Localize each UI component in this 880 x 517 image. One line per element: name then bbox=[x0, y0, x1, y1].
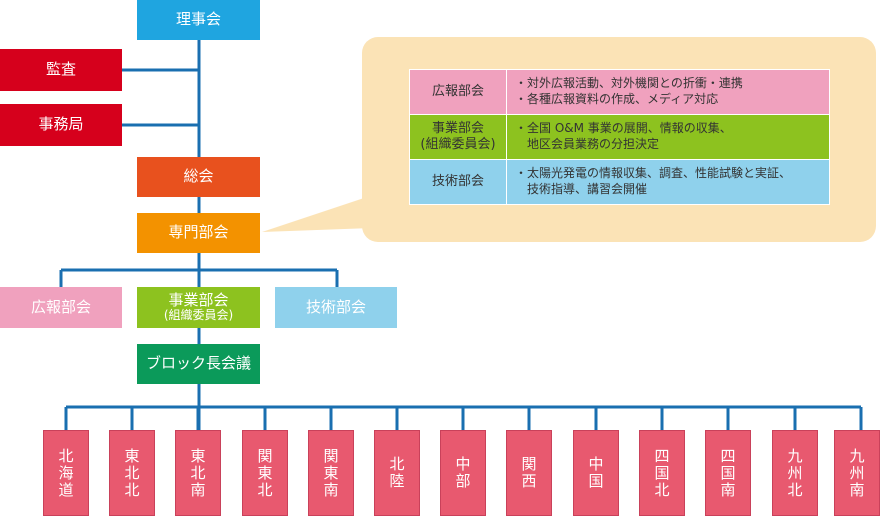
detail-name-business: 事業部会 (組織委員会) bbox=[409, 114, 507, 160]
region-label: 北海道 bbox=[56, 447, 75, 499]
detail-name-label: 事業部会 bbox=[431, 120, 484, 136]
region-label: 関西 bbox=[519, 456, 538, 490]
expert-committee-box: 専門部会 bbox=[137, 213, 260, 253]
expert-committee-label: 専門部会 bbox=[168, 223, 229, 242]
region-label: 九州南 bbox=[847, 447, 866, 499]
callout-tail bbox=[262, 196, 372, 232]
region-label: 関東北 bbox=[255, 447, 274, 499]
detail-line: ・太陽光発電の情報収集、調査、性能試験と実証、 bbox=[515, 166, 792, 181]
region-box: 九州南 bbox=[834, 430, 880, 516]
business-committee-box: 事業部会 (組織委員会) bbox=[137, 287, 260, 328]
detail-desc-business: ・全国 O&M 事業の展開、情報の収集、 地区会員業務の分担決定 bbox=[506, 114, 830, 160]
secretariat-box: 事務局 bbox=[0, 104, 122, 146]
detail-name-tech: 技術部会 bbox=[409, 159, 507, 205]
business-committee-sublabel: (組織委員会) bbox=[163, 308, 234, 323]
general-assembly-box: 総会 bbox=[137, 157, 260, 197]
pr-committee-label: 広報部会 bbox=[30, 297, 91, 316]
detail-line: 地区会員業務の分担決定 bbox=[515, 137, 660, 151]
region-box: 九州北 bbox=[772, 430, 818, 516]
board-label: 理事会 bbox=[175, 10, 221, 29]
secretariat-label: 事務局 bbox=[38, 115, 84, 134]
tech-committee-box: 技術部会 bbox=[275, 287, 397, 328]
region-box: 東北南 bbox=[175, 430, 221, 516]
region-box: 北海道 bbox=[43, 430, 89, 516]
audit-label: 監査 bbox=[45, 60, 76, 79]
board-box: 理事会 bbox=[137, 0, 260, 40]
pr-committee-box: 広報部会 bbox=[0, 287, 122, 328]
region-box: 四国南 bbox=[705, 430, 751, 516]
detail-name-label: 広報部会 bbox=[431, 83, 484, 99]
region-label: 九州北 bbox=[785, 447, 804, 499]
region-box: 中部 bbox=[440, 430, 486, 516]
region-label: 四国北 bbox=[652, 447, 671, 499]
detail-row-tech: 技術部会 ・太陽光発電の情報収集、調査、性能試験と実証、 技術指導、講習会開催 bbox=[409, 159, 830, 205]
tech-committee-label: 技術部会 bbox=[305, 297, 366, 316]
committee-detail-table: 広報部会 ・対外広報活動、対外機関との折衝・連携 ・各種広報資料の作成、メディア… bbox=[409, 69, 830, 205]
region-label: 東北南 bbox=[188, 447, 207, 499]
detail-desc-pr: ・対外広報活動、対外機関との折衝・連携 ・各種広報資料の作成、メディア対応 bbox=[506, 69, 830, 115]
region-box: 四国北 bbox=[639, 430, 685, 516]
audit-box: 監査 bbox=[0, 49, 122, 91]
general-assembly-label: 総会 bbox=[183, 167, 214, 186]
region-label: 北陸 bbox=[387, 456, 406, 490]
region-box: 関西 bbox=[506, 430, 552, 516]
region-label: 東北北 bbox=[122, 447, 141, 499]
detail-row-business: 事業部会 (組織委員会) ・全国 O&M 事業の展開、情報の収集、 地区会員業務… bbox=[409, 114, 830, 160]
region-label: 四国南 bbox=[718, 447, 737, 499]
detail-name-sub: (組織委員会) bbox=[420, 137, 496, 152]
block-meeting-box: ブロック長会議 bbox=[137, 344, 260, 384]
region-label: 中国 bbox=[586, 456, 605, 490]
region-box: 中国 bbox=[573, 430, 619, 516]
detail-name-label: 技術部会 bbox=[431, 173, 484, 189]
block-meeting-label: ブロック長会議 bbox=[145, 354, 251, 373]
business-committee-label: 事業部会 bbox=[168, 290, 229, 309]
region-box: 関東南 bbox=[308, 430, 354, 516]
region-box: 北陸 bbox=[374, 430, 420, 516]
region-box: 関東北 bbox=[242, 430, 288, 516]
detail-name-pr: 広報部会 bbox=[409, 69, 507, 115]
region-box: 東北北 bbox=[109, 430, 155, 516]
detail-line: ・対外広報活動、対外機関との折衝・連携 bbox=[515, 76, 743, 91]
detail-line: ・各種広報資料の作成、メディア対応 bbox=[515, 92, 719, 106]
detail-line: 技術指導、講習会開催 bbox=[515, 182, 648, 196]
detail-desc-tech: ・太陽光発電の情報収集、調査、性能試験と実証、 技術指導、講習会開催 bbox=[506, 159, 830, 205]
region-label: 中部 bbox=[453, 456, 472, 490]
detail-row-pr: 広報部会 ・対外広報活動、対外機関との折衝・連携 ・各種広報資料の作成、メディア… bbox=[409, 69, 830, 115]
detail-line: ・全国 O&M 事業の展開、情報の収集、 bbox=[515, 121, 732, 136]
region-label: 関東南 bbox=[321, 447, 340, 499]
